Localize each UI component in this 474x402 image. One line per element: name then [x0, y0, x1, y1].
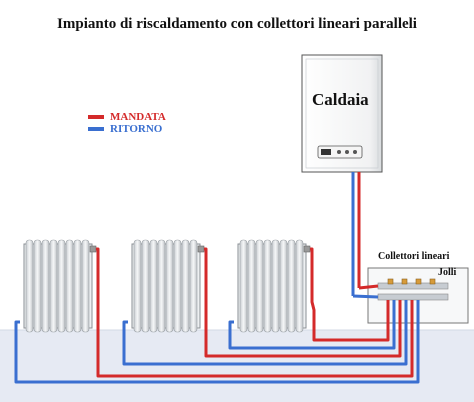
radiator-3-return-pipe: [228, 300, 396, 350]
manifold-brand-label: Jolli: [438, 267, 457, 278]
legend-return-label: RITORNO: [110, 123, 163, 135]
legend-supply-swatch: [88, 115, 104, 119]
radiator-3-supply-pipe: [310, 247, 390, 342]
radiator-3: [237, 239, 311, 333]
boiler-label: Caldaia: [312, 90, 369, 109]
legend-return-swatch: [88, 127, 104, 131]
legend-supply: MANDATA: [88, 111, 166, 123]
radiator-2: [131, 239, 205, 333]
radiator-2-supply-pipe: [204, 247, 402, 358]
radiator-1: [23, 239, 97, 333]
diagram-title: Impianto di riscaldamento con collettori…: [57, 16, 417, 32]
boiler: [301, 54, 383, 173]
radiator-1-supply-pipe: [96, 247, 414, 378]
legend-return: RITORNO: [88, 123, 162, 135]
legend-supply-label: MANDATA: [110, 111, 166, 123]
manifold-label: Collettori lineari: [378, 251, 450, 262]
floor-plane: [0, 330, 474, 402]
radiator-2-return-pipe: [122, 300, 408, 366]
radiator-1-return-pipe: [14, 300, 420, 384]
